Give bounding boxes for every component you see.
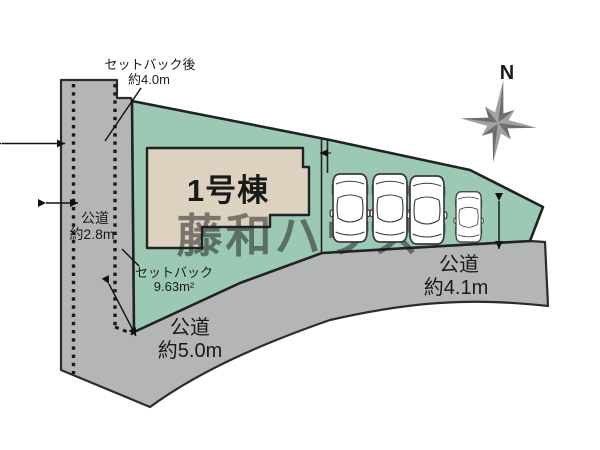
- label-setback-area-line1: セットバック: [135, 265, 213, 280]
- label-setback-area: セットバック 9.63m²: [135, 265, 213, 294]
- dim-arrow-road-5-0m: [101, 275, 137, 337]
- leader-setback-area: [121, 248, 140, 267]
- label-road-south: 公道 約5.0m: [158, 316, 222, 362]
- building-footprint: [145, 146, 311, 250]
- car-icon: [406, 175, 448, 245]
- lot-boundary-marker: [320, 139, 331, 253]
- label-setback-after: セットバック後 約4.0m: [104, 57, 195, 87]
- label-road-south-line2: 約5.0m: [158, 339, 222, 362]
- label-road-south-line1: 公道: [170, 316, 210, 339]
- label-road-east-line1: 公道: [439, 253, 479, 276]
- label-setback-after-line1: セットバック後: [104, 57, 195, 72]
- compass-north-label: N: [500, 62, 514, 84]
- leader-setback-after: [104, 87, 142, 142]
- road-surface: [59, 78, 550, 409]
- car-icon: [369, 173, 411, 243]
- label-road-west-line1: 公道: [81, 210, 109, 226]
- compass-star-icon: [460, 80, 537, 163]
- label-road-west-line2: 約2.8m: [69, 226, 114, 242]
- label-setback-after-line2: 約4.0m: [128, 72, 170, 87]
- car-icon: [453, 191, 484, 243]
- building-label: 1号棟: [187, 173, 269, 208]
- label-setback-area-line2: 9.63m²: [154, 279, 195, 294]
- label-road-east: 公道 約4.1m: [424, 253, 488, 299]
- compass-rose: [460, 80, 537, 163]
- label-road-west: 公道 約2.8m: [69, 210, 114, 242]
- label-road-east-line2: 約4.1m: [424, 276, 488, 299]
- car-icon: [329, 173, 371, 243]
